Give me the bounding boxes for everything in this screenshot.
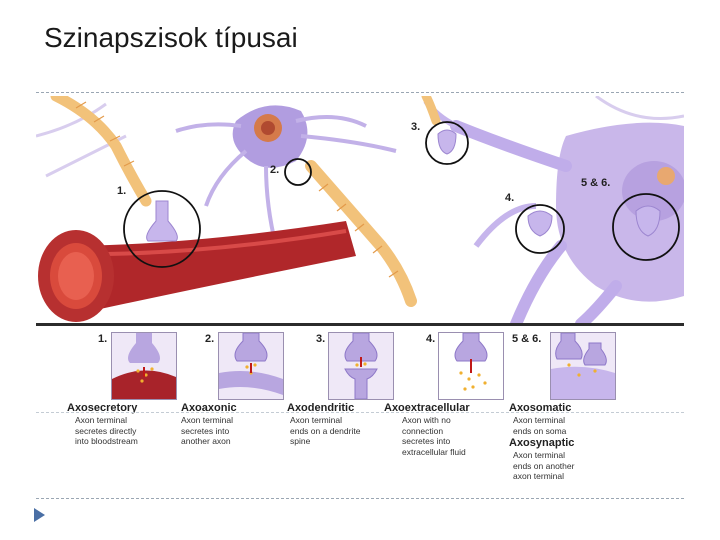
neuron-illustration: [36, 96, 684, 324]
triangle-bullet-icon: [34, 508, 45, 522]
callout-label-1: 1.: [117, 185, 127, 197]
panel-axoextracellular: [438, 332, 504, 400]
category-title-axosomatic: Axosomatic: [509, 402, 572, 414]
top-divider: [36, 92, 684, 93]
panel-axodendritic: [328, 332, 394, 400]
panel-number-2: 2.: [205, 333, 215, 345]
category-title-axoextracellular: Axoextracellular: [384, 402, 470, 414]
callout-label-3: 3.: [411, 121, 421, 133]
bottom-divider: [36, 498, 684, 499]
caption-divider: [36, 412, 684, 413]
category-title-axosecretory: Axosecretory: [67, 402, 138, 414]
panel-number-5-6: 5 & 6.: [512, 333, 542, 345]
figure-divider: [36, 323, 684, 326]
callout-label-5-6: 5 & 6.: [581, 177, 611, 189]
panel-axosecretory: [111, 332, 177, 400]
category-desc-axosecretory: Axon terminal secretes directly into blo…: [75, 415, 138, 446]
callout-label-4: 4.: [505, 192, 515, 204]
panel-number-4: 4.: [426, 333, 436, 345]
category-title-axoaxonic: Axoaxonic: [181, 402, 237, 414]
panel-number-1: 1.: [98, 333, 108, 345]
panel-axosomatic-axosynaptic: [550, 332, 616, 400]
callout-label-2: 2.: [270, 164, 280, 176]
category-desc-axoextracellular: Axon with no connection secretes into ex…: [402, 415, 466, 457]
panel-axoaxonic: [218, 332, 284, 400]
panel-number-3: 3.: [316, 333, 326, 345]
category-desc-axoaxonic: Axon terminal secretes into another axon: [181, 415, 233, 446]
category-desc-axosomatic: Axon terminal ends on soma: [513, 415, 567, 436]
category-title-axosynaptic: Axosynaptic: [509, 437, 575, 449]
category-title-axodendritic: Axodendritic: [287, 402, 355, 414]
category-desc-axodendritic: Axon terminal ends on a dendrite spine: [290, 415, 361, 446]
category-desc-axosynaptic: Axon terminal ends on another axon termi…: [513, 450, 575, 481]
slide-title: Szinapszisok típusai: [44, 22, 298, 53]
